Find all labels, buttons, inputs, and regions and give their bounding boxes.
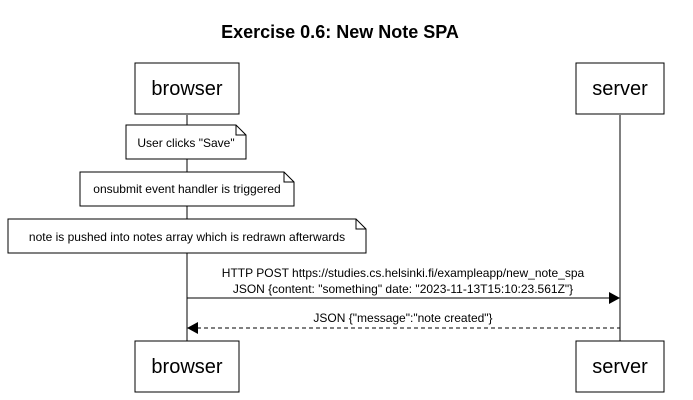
message-http-post-arrowhead (609, 292, 620, 304)
message-json-response: JSON {"message":"note created"} (187, 311, 620, 334)
browser-actor-top-label: browser (151, 78, 222, 100)
note-notes-array-redraw-text: note is pushed into notes array which is… (29, 230, 345, 244)
message-http-post-line-1: HTTP POST https://studies.cs.helsinki.fi… (222, 266, 585, 280)
note-onsubmit-handler-text: onsubmit event handler is triggered (93, 182, 280, 196)
browser-actor-bottom: browser (134, 340, 240, 393)
message-json-response-line-1: JSON {"message":"note created"} (313, 311, 492, 325)
diagram-title: Exercise 0.6: New Note SPA (221, 22, 459, 42)
note-notes-array-redraw: note is pushed into notes array which is… (7, 218, 367, 254)
server-actor-top-label: server (592, 78, 648, 100)
message-http-post: HTTP POST https://studies.cs.helsinki.fi… (187, 266, 620, 304)
note-onsubmit-handler: onsubmit event handler is triggered (79, 171, 295, 207)
note-save-click-text: User clicks "Save" (137, 136, 234, 150)
note-save-click: User clicks "Save" (125, 124, 247, 160)
server-actor-top: server (575, 62, 665, 115)
server-actor-bottom-label: server (592, 356, 648, 378)
browser-actor-top: browser (134, 62, 240, 115)
server-actor-bottom: server (575, 340, 665, 393)
message-http-post-line-2: JSON {content: "something" date: "2023-1… (233, 282, 573, 296)
message-json-response-arrowhead (187, 322, 198, 334)
browser-actor-bottom-label: browser (151, 356, 222, 378)
